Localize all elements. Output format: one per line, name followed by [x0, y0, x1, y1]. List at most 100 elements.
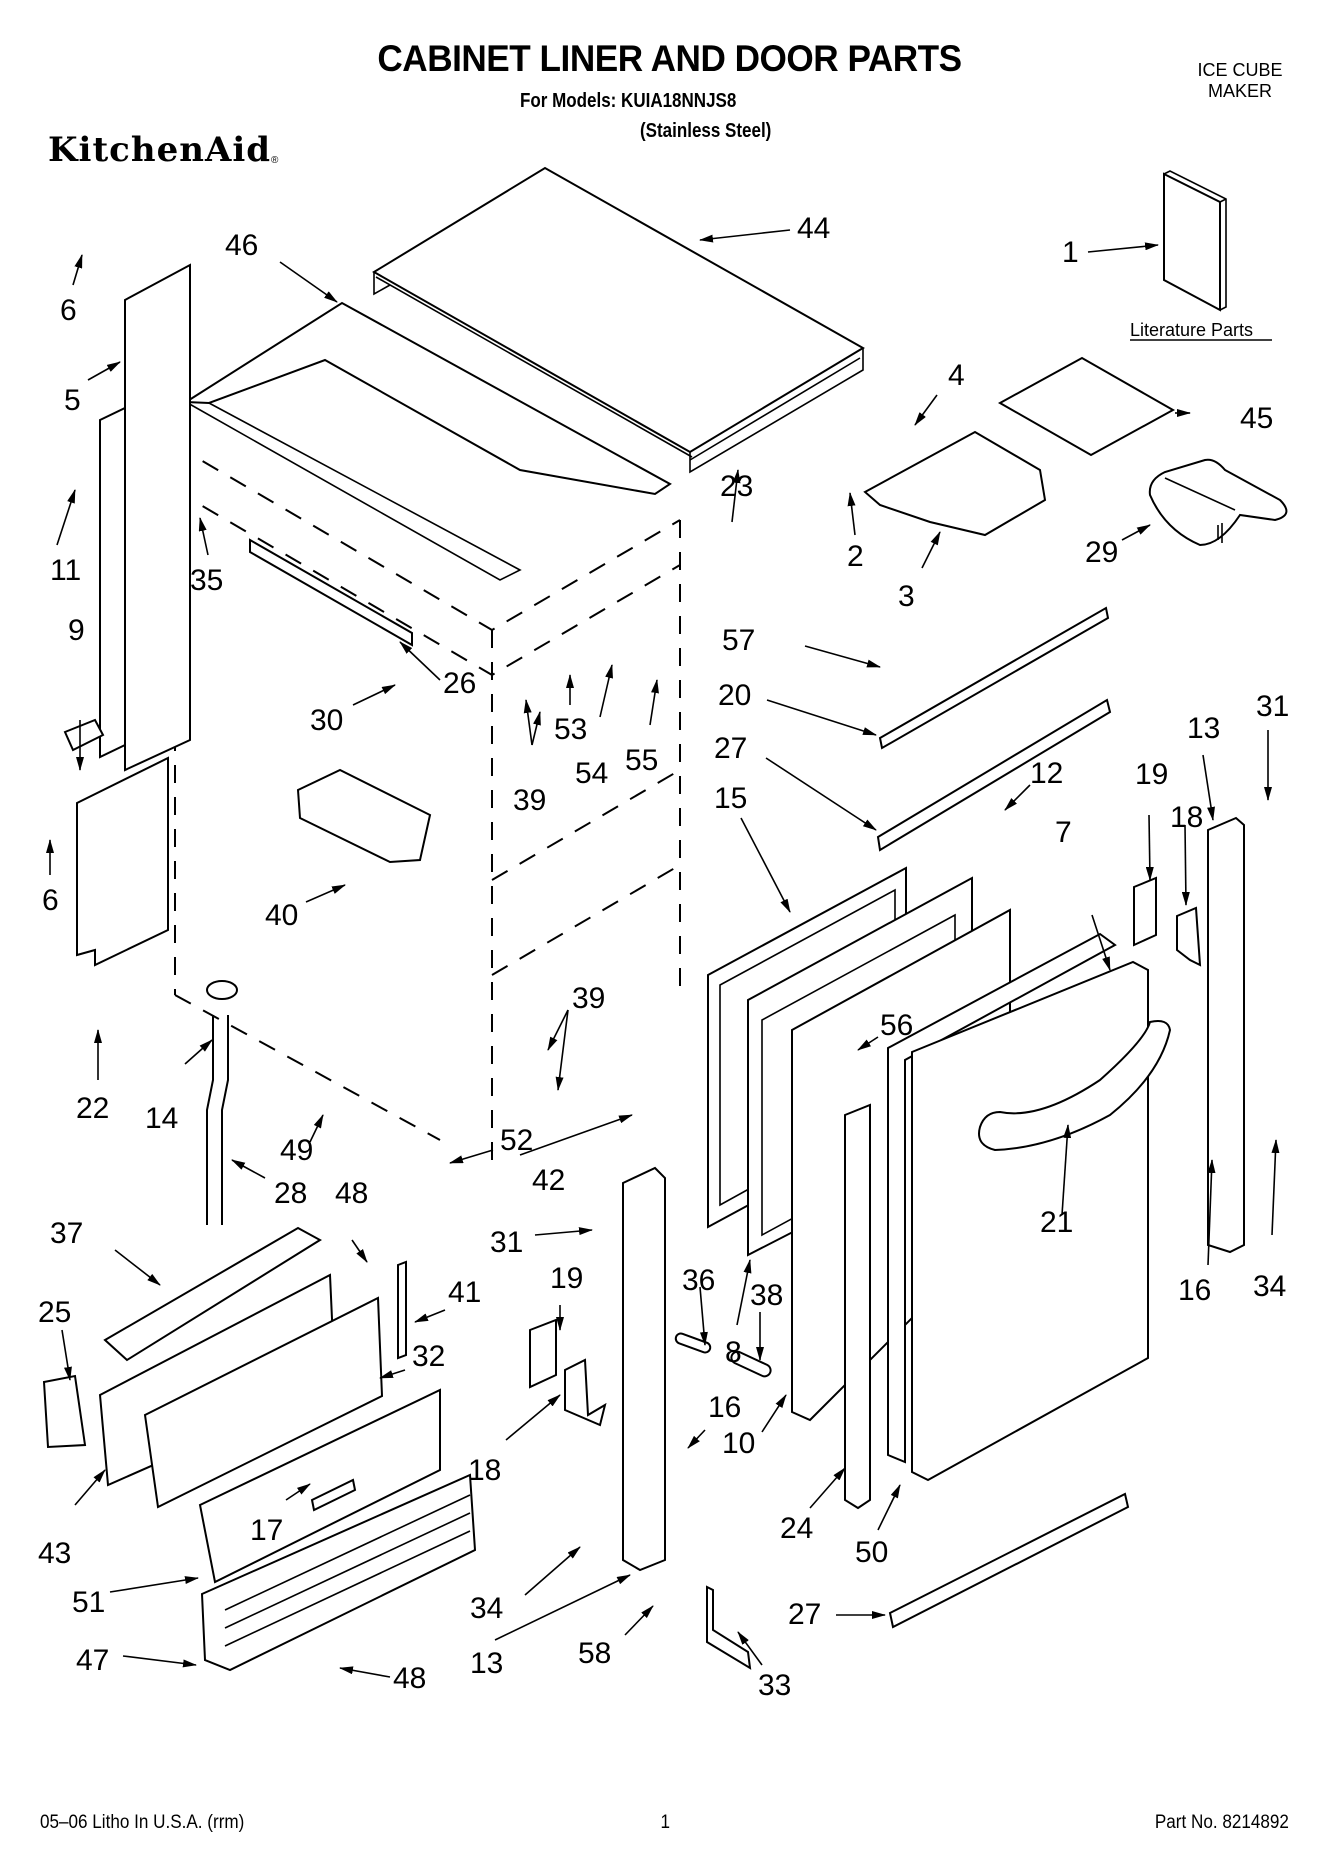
callout-48: 48	[335, 1177, 368, 1210]
callout-27b: 27	[788, 1598, 821, 1631]
part-18-hinge-left	[564, 1358, 607, 1427]
callout-31: 31	[490, 1226, 523, 1259]
liner-outline-dashed	[174, 444, 681, 1160]
part-45-sheet	[997, 356, 1176, 457]
page-title: CABINET LINER AND DOOR PARTS	[377, 38, 962, 79]
brand-name: KitchenAid	[48, 130, 272, 170]
callout-25: 25	[38, 1296, 71, 1329]
callout-35: 35	[190, 564, 223, 597]
callout-14: 14	[145, 1102, 178, 1135]
callout-11: 11	[50, 554, 81, 587]
callout-5: 5	[64, 384, 81, 417]
callout-39: 39	[513, 784, 546, 817]
part-37-bracket	[103, 1226, 322, 1362]
callout-42: 42	[532, 1164, 565, 1197]
part-22-rear-panel	[76, 756, 169, 967]
part-33-bracket	[706, 1585, 752, 1670]
callout-48b: 48	[393, 1662, 426, 1695]
part-5-side-panel	[124, 263, 191, 772]
callout-6b: 6	[42, 884, 59, 917]
part-27-top-rail	[876, 698, 1112, 852]
callout-44: 44	[797, 212, 830, 245]
callout-9: 9	[68, 614, 85, 647]
part-11-side-channel	[99, 406, 126, 759]
callout-33: 33	[758, 1669, 791, 1702]
litho-note: 05–06 Litho In U.S.A. (rrm)	[40, 1812, 245, 1833]
part-19-hinge-plate-right	[1133, 876, 1157, 947]
part-32-toe-panel	[143, 1296, 384, 1509]
model-number: For Models: KUIA18NNJS8	[520, 90, 737, 112]
category-line-1: ICE CUBE	[1197, 60, 1283, 80]
part-41-strip	[397, 1260, 407, 1360]
callout-55: 55	[625, 744, 658, 777]
callout-labels: 1 2 3 4 5 6 6 7 8 9 10 11 12 13 13 14 15…	[38, 212, 1289, 1702]
callout-39b: 39	[572, 982, 605, 1015]
literature-parts-heading: Literature Parts	[1130, 320, 1253, 340]
callout-21: 21	[1040, 1206, 1073, 1239]
callout-31b: 31	[1256, 690, 1289, 723]
callout-24: 24	[780, 1512, 813, 1545]
callout-30: 30	[310, 704, 343, 737]
callout-19b: 19	[550, 1262, 583, 1295]
callout-36: 36	[682, 1264, 715, 1297]
callout-7: 7	[1055, 816, 1072, 849]
part-18-hinge-right	[1176, 906, 1202, 967]
part-number: Part No. 8214892	[1154, 1812, 1289, 1833]
part-24-trim	[844, 1103, 871, 1510]
part-47-grille	[200, 1473, 477, 1672]
callout-43: 43	[38, 1537, 71, 1570]
part-13-hinge-post-left	[622, 1166, 666, 1572]
part-28-drain-tube	[206, 1015, 229, 1225]
callout-3: 3	[898, 580, 915, 613]
part-29-ice-scoop	[1148, 458, 1288, 547]
callout-19: 19	[1135, 758, 1168, 791]
callout-18: 18	[1170, 801, 1203, 834]
callout-22: 22	[76, 1092, 109, 1125]
callout-17: 17	[250, 1514, 283, 1547]
part-9-clamp	[63, 718, 105, 752]
part-38-pin	[730, 1350, 772, 1378]
callout-56: 56	[880, 1009, 913, 1042]
callout-29: 29	[1085, 536, 1118, 569]
leader-arrows	[46, 229, 1280, 1678]
part-20-top-rail	[878, 606, 1110, 750]
callout-34b: 34	[470, 1592, 503, 1625]
callout-6: 6	[60, 294, 77, 327]
part-17-nameplate	[310, 1478, 357, 1512]
callout-16: 16	[1178, 1274, 1211, 1307]
callout-40: 40	[265, 899, 298, 932]
finish-label: (Stainless Steel)	[640, 120, 772, 142]
brand-logo: KitchenAid®	[48, 130, 279, 170]
callout-47: 47	[76, 1644, 109, 1677]
part-50-door-panel	[911, 960, 1149, 1482]
callout-13: 13	[1187, 712, 1220, 745]
product-category: ICE CUBE MAKER	[1175, 60, 1305, 102]
callout-32: 32	[412, 1340, 445, 1373]
callout-57: 57	[722, 624, 755, 657]
part-14-hose-clamp	[206, 980, 238, 1000]
page-number: 1	[660, 1812, 671, 1833]
part-44-top-panel	[372, 166, 865, 474]
callout-23: 23	[720, 470, 753, 503]
callout-1: 1	[1062, 236, 1079, 269]
callout-37: 37	[50, 1217, 83, 1250]
callout-16b: 16	[708, 1391, 741, 1424]
part-3-deflector	[863, 430, 1047, 537]
callout-8: 8	[725, 1336, 742, 1369]
callout-41: 41	[448, 1276, 481, 1309]
callout-13b: 13	[470, 1647, 503, 1680]
part-27-bottom-rail	[888, 1492, 1130, 1629]
callout-38: 38	[750, 1279, 783, 1312]
callout-50: 50	[855, 1536, 888, 1569]
callout-51: 51	[72, 1586, 105, 1619]
part-26-rail	[249, 538, 413, 647]
callout-18b: 18	[468, 1454, 501, 1487]
callout-12: 12	[1030, 757, 1063, 790]
callout-20: 20	[718, 679, 751, 712]
callout-34: 34	[1253, 1270, 1286, 1303]
part-13-hinge-post-right	[1207, 816, 1245, 1254]
part-36-spring	[674, 1332, 712, 1354]
callout-2: 2	[847, 540, 864, 573]
callout-54: 54	[575, 757, 608, 790]
